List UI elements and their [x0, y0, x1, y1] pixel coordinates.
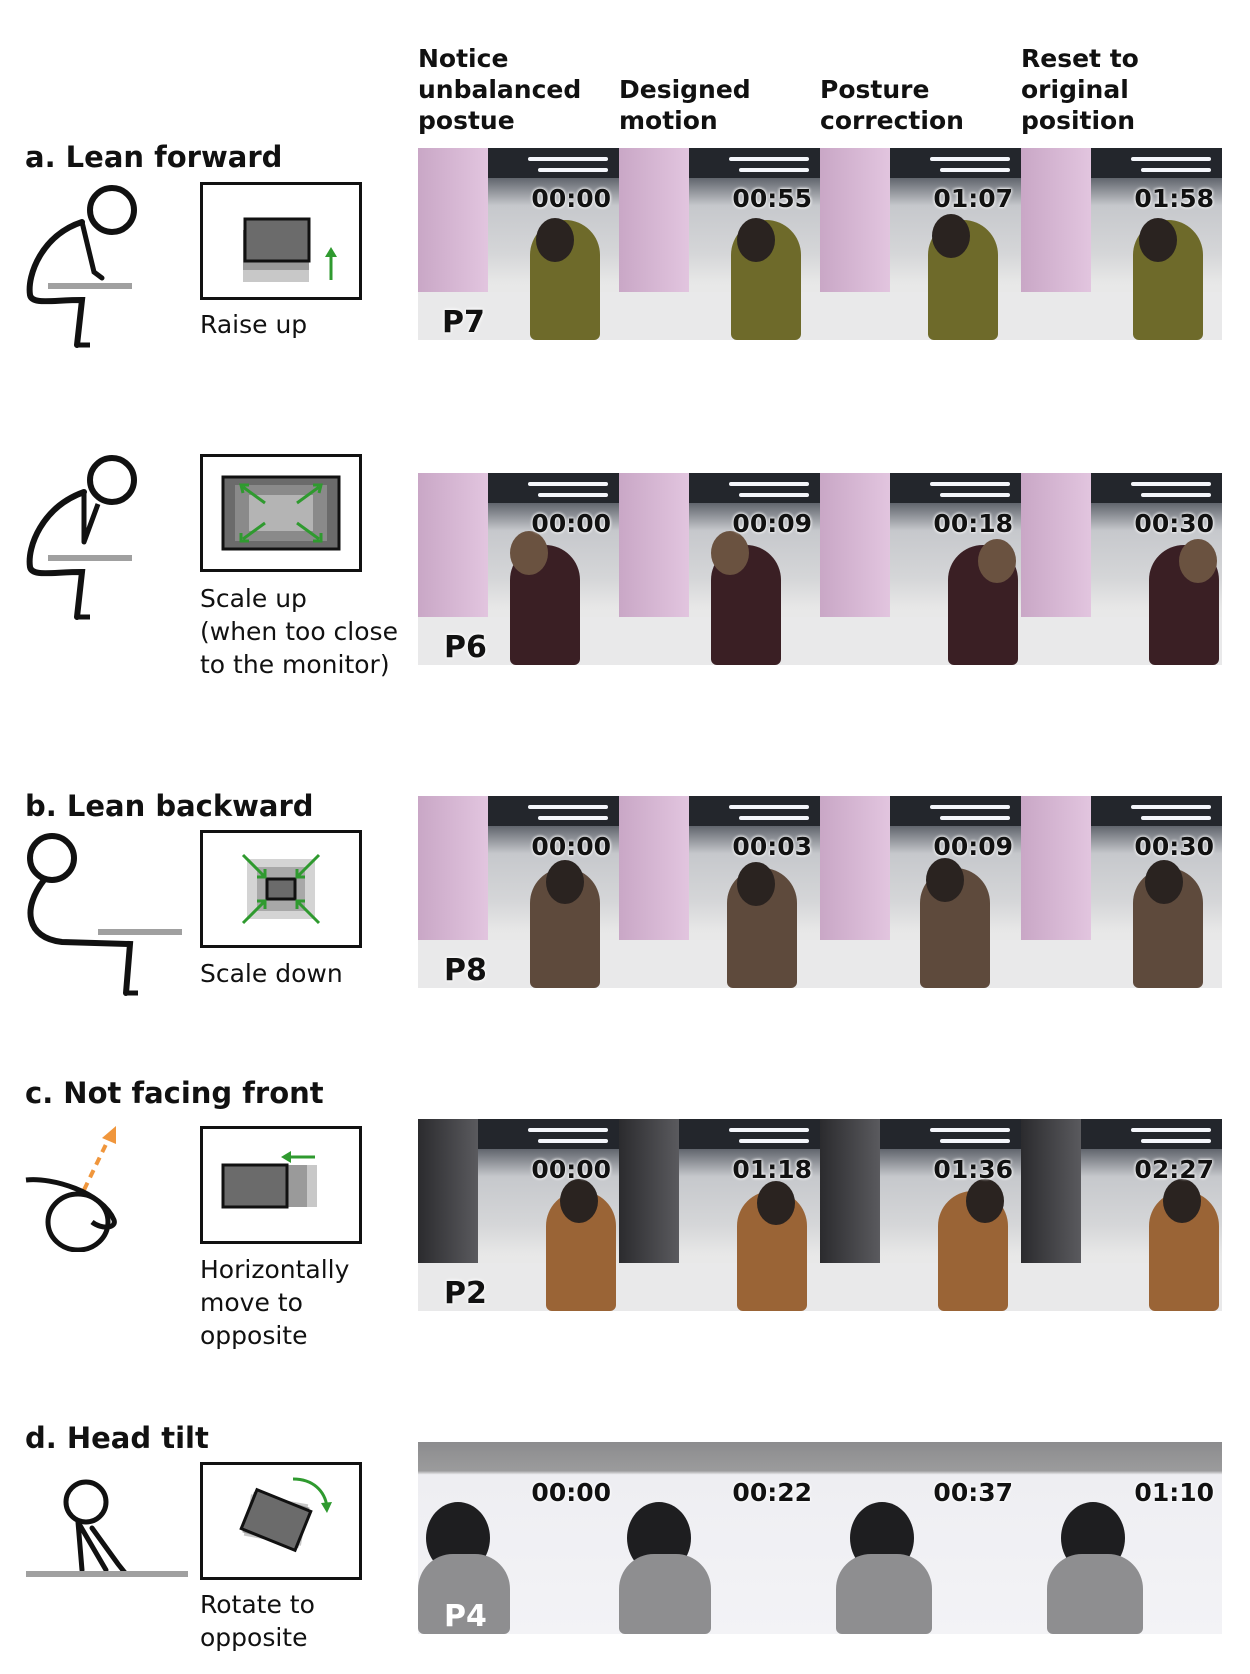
timestamp: 00:00: [531, 832, 611, 861]
caption-scale-down: Scale down: [200, 957, 343, 990]
timestamp: 01:10: [1134, 1478, 1214, 1507]
video-frame: 00:30: [1021, 796, 1222, 988]
timestamp: 00:22: [732, 1478, 812, 1507]
head-tilt-posture-icon: [22, 1474, 192, 1584]
caption-line: Scale up: [200, 584, 307, 613]
raise-up-icon: [200, 182, 362, 300]
timestamp: 01:18: [732, 1155, 812, 1184]
timestamp: 01:58: [1134, 184, 1214, 213]
video-frame: 00:03: [619, 796, 820, 988]
timestamp: 00:00: [531, 184, 611, 213]
caption-line: Rotate to: [200, 1590, 315, 1619]
video-frame: 01:58: [1021, 148, 1222, 340]
section-title-lean-forward: a. Lean forward: [25, 140, 283, 174]
caption-line: to the monitor): [200, 650, 390, 679]
head-turn-posture-icon: [22, 1122, 142, 1252]
caption-line: Horizontally: [200, 1255, 350, 1284]
column-header-designed-motion: Designed motion: [619, 38, 824, 136]
video-frame: 00:22: [619, 1442, 820, 1634]
header-line: motion: [619, 106, 718, 135]
header-line: unbalanced: [418, 75, 582, 104]
timestamp: 00:09: [933, 832, 1013, 861]
caption-rotate: Rotate to opposite: [200, 1588, 315, 1654]
video-frame: 00:00 P6: [418, 473, 619, 665]
lean-forward-posture-icon: [22, 180, 142, 350]
header-line: position: [1021, 106, 1136, 135]
timestamp: 01:36: [933, 1155, 1013, 1184]
timestamp: 01:07: [933, 184, 1013, 213]
rotate-icon: [200, 1462, 362, 1580]
video-frame: 01:36: [820, 1119, 1021, 1311]
video-frame: 00:00 P8: [418, 796, 619, 988]
timestamp: 00:18: [933, 509, 1013, 538]
video-frame: 00:55: [619, 148, 820, 340]
column-header-notice: Notice unbalanced postue: [418, 38, 623, 136]
timestamp: 00:03: [732, 832, 812, 861]
video-frame: 00:30: [1021, 473, 1222, 665]
caption-scale-up: Scale up (when too close to the monitor): [200, 582, 398, 681]
timestamp: 00:55: [732, 184, 812, 213]
caption-raise-up: Raise up: [200, 308, 307, 341]
timestamp: 00:00: [531, 1478, 611, 1507]
column-header-reset: Reset to original position: [1021, 38, 1250, 136]
section-title-head-tilt: d. Head tilt: [25, 1421, 209, 1455]
lean-backward-posture-icon: [22, 828, 192, 998]
caption-line: move to: [200, 1288, 303, 1317]
video-frame: 02:27: [1021, 1119, 1222, 1311]
timestamp: 00:00: [531, 1155, 611, 1184]
participant-label: P4: [444, 1599, 487, 1634]
caption-line: (when too close: [200, 617, 398, 646]
video-frame: 01:18: [619, 1119, 820, 1311]
video-frame: 00:09: [619, 473, 820, 665]
header-line: Notice: [418, 44, 509, 73]
participant-label: P2: [444, 1276, 487, 1311]
section-title-lean-backward: b. Lean backward: [25, 789, 314, 823]
header-line: postue: [418, 106, 515, 135]
participant-label: P8: [444, 953, 487, 988]
horizontal-move-icon: [200, 1126, 362, 1244]
video-frame: 00:18: [820, 473, 1021, 665]
timestamp: 00:30: [1134, 509, 1214, 538]
timestamp: 00:00: [531, 509, 611, 538]
header-line: Reset to original: [1021, 44, 1139, 104]
video-frame: 01:10: [1021, 1442, 1222, 1634]
timestamp: 00:09: [732, 509, 812, 538]
header-line: Designed: [619, 75, 751, 104]
caption-line: opposite: [200, 1623, 308, 1652]
timestamp: 00:37: [933, 1478, 1013, 1507]
video-frame: 00:37: [820, 1442, 1021, 1634]
video-frame: 00:00 P2: [418, 1119, 619, 1311]
caption-horizontal-move: Horizontally move to opposite: [200, 1253, 349, 1352]
header-line: Posture: [820, 75, 930, 104]
lean-forward-posture-icon: [22, 452, 142, 622]
caption-line: opposite: [200, 1321, 308, 1350]
header-line: correction: [820, 106, 964, 135]
timestamp: 00:30: [1134, 832, 1214, 861]
section-title-not-facing-front: c. Not facing front: [25, 1076, 324, 1110]
video-frame: 00:00 P7: [418, 148, 619, 340]
scale-up-icon: [200, 454, 362, 572]
caption-line: Raise up: [200, 310, 308, 339]
scale-down-icon: [200, 830, 362, 948]
column-header-posture-correction: Posture correction: [820, 38, 1025, 136]
caption-line: Scale down: [200, 959, 343, 988]
participant-label: P7: [442, 305, 485, 340]
video-frame: 00:09: [820, 796, 1021, 988]
participant-label: P6: [444, 630, 487, 665]
video-frame: 00:00 P4: [418, 1442, 619, 1634]
video-frame: 01:07: [820, 148, 1021, 340]
timestamp: 02:27: [1134, 1155, 1214, 1184]
